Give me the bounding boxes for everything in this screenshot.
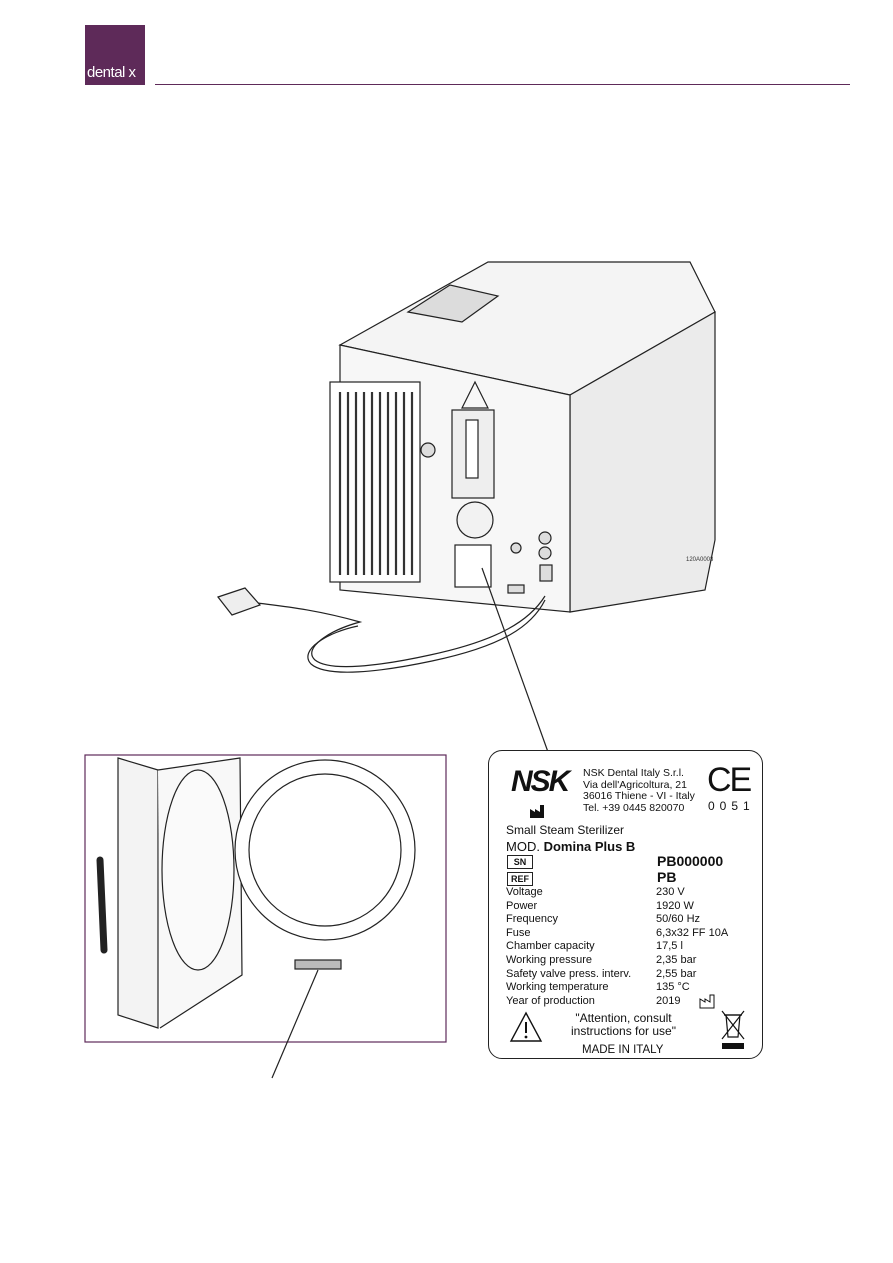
- model-line: MOD. Domina Plus B: [506, 839, 635, 854]
- spec-name: Frequency: [506, 913, 558, 926]
- sn-tag: SN: [507, 855, 533, 869]
- figure-code: 120A0003: [686, 557, 714, 563]
- maker-city: 36016 Thiene - VI - Italy: [583, 790, 695, 802]
- ce-mark: CE: [707, 761, 752, 799]
- made-in-label: MADE IN ITALY: [582, 1044, 664, 1056]
- sterilization-chamber: [234, 759, 416, 941]
- nsk-logo: NSK: [511, 765, 570, 798]
- power-switch: [539, 564, 553, 582]
- spec-row: Working pressure 2,35 bar: [506, 954, 728, 968]
- notified-body-number: 0051: [708, 799, 755, 813]
- model-prefix: MOD.: [506, 839, 540, 854]
- front-label-area: [294, 959, 342, 970]
- spec-name: Year of production: [506, 994, 595, 1007]
- spec-value: 2,55 bar: [656, 967, 697, 980]
- spec-name: Safety valve press. interv.: [506, 967, 632, 980]
- spec-value: 135 °C: [656, 981, 690, 994]
- attention-line-2: instructions for use": [571, 1024, 676, 1038]
- spec-name: Fuse: [506, 926, 531, 939]
- product-name: Small Steam Sterilizer: [506, 823, 625, 837]
- spec-row: Safety valve press. interv. 2,55 bar: [506, 968, 728, 982]
- spec-name: Chamber capacity: [506, 940, 595, 953]
- maker-tel: Tel. +39 0445 820070: [583, 801, 685, 814]
- sn-value: PB000000: [657, 853, 724, 869]
- power-cable: [239, 595, 546, 668]
- vent-slats: [338, 392, 414, 575]
- top-handle: [406, 284, 500, 323]
- door-handle: [96, 856, 108, 954]
- ref-tag: REF: [507, 872, 533, 886]
- weee-bin-icon: [721, 1010, 745, 1049]
- spec-value: 6,3x32 FF 10A: [656, 926, 729, 939]
- back-warning-icon: [461, 380, 489, 409]
- spec-row: Working temperature 135 °C: [506, 981, 728, 995]
- ref-value: PB: [657, 869, 677, 885]
- spec-value: 17,5 l: [656, 940, 683, 953]
- front-view-frame: [84, 754, 447, 1043]
- model-name: Domina Plus B: [543, 839, 636, 854]
- spec-name: Working temperature: [506, 981, 609, 994]
- spec-name: Power: [506, 899, 538, 912]
- callout-line-front: [271, 969, 319, 1079]
- attention-line-1: "Attention, consult: [575, 1011, 672, 1025]
- spec-value: 2019: [656, 994, 681, 1007]
- door-gasket: [161, 769, 235, 971]
- round-cover: [456, 501, 494, 539]
- power-plug: [217, 587, 262, 616]
- callout-line-plate: [481, 567, 549, 753]
- maker-name: NSK Dental Italy S.r.l.: [583, 767, 684, 779]
- logo-text: dental x: [87, 64, 136, 81]
- vent-grille: [329, 381, 421, 583]
- spec-row: Voltage 230 V: [506, 886, 728, 900]
- spec-name: Voltage: [506, 886, 543, 898]
- rating-plate: NSK NSK Dental Italy S.r.l. Via dell'Agr…: [488, 750, 763, 1059]
- spec-row: Chamber capacity 17,5 l: [506, 940, 728, 954]
- header-divider: [155, 84, 850, 85]
- warning-triangle-icon: [509, 1011, 543, 1042]
- maker-street: Via dell'Agricoltura, 21: [583, 778, 687, 791]
- spec-name: Working pressure: [506, 953, 592, 966]
- attention-text: "Attention, consult instructions for use…: [551, 1012, 696, 1038]
- spec-row: Frequency 50/60 Hz: [506, 913, 728, 927]
- spec-table: Voltage 230 V Power 1920 W Frequency 50/60 …: [506, 886, 728, 1008]
- spec-row: Power 1920 W: [506, 900, 728, 914]
- spec-value: 50/60 Hz: [656, 913, 701, 926]
- manufacturer-address: NSK Dental Italy S.r.l. Via dell'Agricol…: [583, 767, 695, 814]
- spec-value: 1920 W: [656, 899, 694, 912]
- year-of-production-icon: [699, 994, 715, 1009]
- spec-row: Fuse 6,3x32 FF 10A: [506, 927, 728, 941]
- manufacturer-factory-icon: [530, 805, 544, 818]
- open-door: [117, 757, 159, 1029]
- rating-label-position: [454, 544, 492, 588]
- dentalx-logo: dental x: [85, 25, 145, 85]
- spec-row: Year of production 2019: [506, 995, 728, 1009]
- spec-value: 2,35 bar: [656, 953, 697, 966]
- spec-value: 230 V: [656, 886, 685, 898]
